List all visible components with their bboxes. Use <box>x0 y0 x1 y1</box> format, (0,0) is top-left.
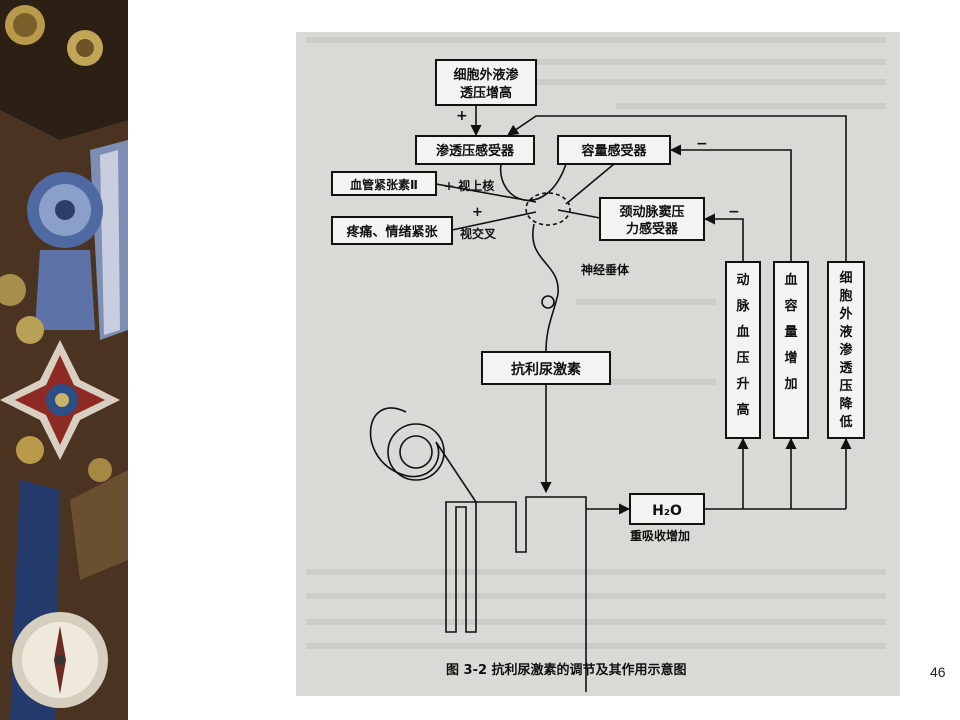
feedback-bv-up <box>669 144 792 262</box>
feedback-ecf-down <box>507 115 847 262</box>
scanned-textbook-figure: 细胞外液渗 透压增高 渗透压感受器 容量感受器 血管紧张素Ⅱ 疼痛、情绪紧张 颈… <box>296 32 900 696</box>
supraoptic-label: + 视上核 <box>444 178 494 193</box>
box-baroreceptor <box>599 197 705 241</box>
box-bp-up <box>725 261 761 439</box>
box-ecf-osmolality-up <box>435 59 537 106</box>
baroreceptor-line2: 力感受器 <box>626 221 679 237</box>
adh-regulation-diagram: 细胞外液渗 透压增高 渗透压感受器 容量感受器 血管紧张素Ⅱ 疼痛、情绪紧张 颈… <box>296 32 900 696</box>
minus-baro: − <box>728 204 740 220</box>
box-ecf-osmolality-down <box>827 261 865 439</box>
volume-receptor-label: 容量感受器 <box>580 143 647 159</box>
bv-up-vertical-label: 血容量增加 <box>783 272 797 392</box>
plus-sign-top: + <box>456 108 468 124</box>
box-bv-up <box>773 261 809 439</box>
svg-text:细胞外液渗透压降低: 细胞外液渗透压降低 <box>838 270 853 430</box>
decorative-medal-sidebar <box>0 0 128 720</box>
svg-text:血容量增加: 血容量增加 <box>783 272 797 392</box>
box-osmoreceptor <box>415 135 535 165</box>
feedback-bp-up <box>703 213 744 262</box>
reabsorption-label: 重吸收增加 <box>630 528 690 543</box>
water-label: H₂O <box>652 503 682 519</box>
bp-up-vertical-label: 动脉血压升高 <box>735 273 750 418</box>
svg-text:动脉血压升高: 动脉血压升高 <box>735 273 750 418</box>
supraoptic-nucleus <box>525 192 571 226</box>
box-pain-emotion <box>331 216 453 245</box>
pituitary-stalk <box>532 223 559 352</box>
ecf-down-vertical-label: 细胞外液渗透压降低 <box>838 270 853 430</box>
pituitary-label: 神经垂体 <box>581 262 630 277</box>
chiasm-plus-sign: + <box>472 205 483 220</box>
adh-label: 抗利尿激素 <box>511 361 581 378</box>
pain-emotion-label: 疼痛、情绪紧张 <box>346 224 438 240</box>
figure-caption: 图 3-2 抗利尿激素的调节及其作用示意图 <box>446 662 687 678</box>
box-volume-receptor <box>557 135 671 165</box>
ecf-osm-up-line1: 细胞外液渗 <box>453 67 519 83</box>
baroreceptor-line1: 颈动脉窦压 <box>619 204 684 220</box>
medal-illustration <box>0 0 128 720</box>
page-number: 46 <box>930 664 946 680</box>
osmoreceptor-label: 渗透压感受器 <box>436 143 515 159</box>
posterior-pituitary <box>541 295 555 309</box>
ecf-osm-up-line2: 透压增高 <box>460 85 512 101</box>
optic-chiasm-label: 视交叉 <box>460 226 497 241</box>
box-angiotensin <box>331 171 437 196</box>
angiotensin-label: 血管紧张素Ⅱ <box>350 177 418 192</box>
nephron-outline <box>369 407 587 692</box>
minus-volume: − <box>696 136 708 152</box>
